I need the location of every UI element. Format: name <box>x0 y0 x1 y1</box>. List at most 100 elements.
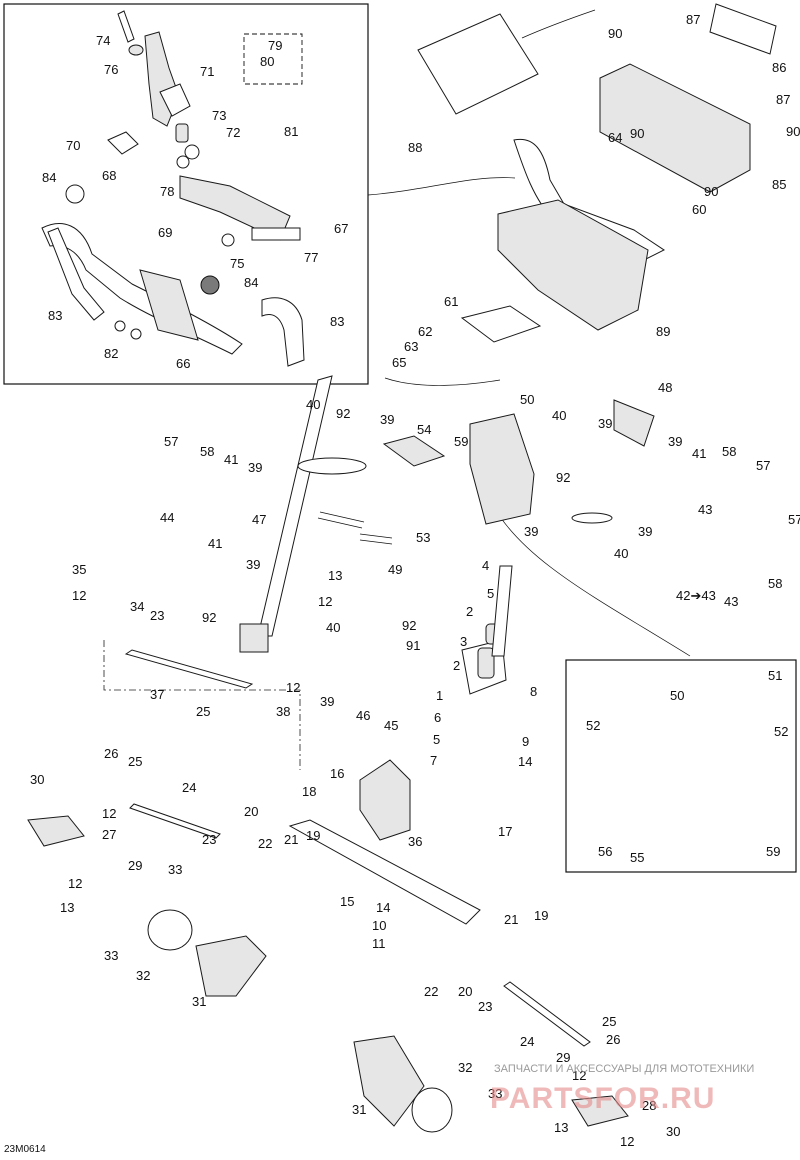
callout-c87a: 87 <box>686 12 700 27</box>
callout-c81: 81 <box>284 124 298 139</box>
callout-c3: 3 <box>460 634 467 649</box>
callout-c30a: 30 <box>30 772 44 787</box>
callout-c69: 69 <box>158 225 172 240</box>
callout-c39e: 39 <box>524 524 538 539</box>
callout-c21a: 21 <box>284 832 298 847</box>
callout-c50a: 50 <box>520 392 534 407</box>
callout-c12e: 12 <box>68 876 82 891</box>
steering-assembly <box>27 375 655 1127</box>
callout-c39g: 39 <box>246 557 260 572</box>
inset-connector-top <box>521 9 596 39</box>
callout-c33c: 33 <box>488 1086 502 1101</box>
callout-c56: 56 <box>598 844 612 859</box>
callout-c27: 27 <box>102 827 116 842</box>
callout-c39c: 39 <box>248 460 262 475</box>
callout-c58c: 58 <box>768 576 782 591</box>
callout-c82: 82 <box>104 346 118 361</box>
callout-c20b: 20 <box>458 984 472 999</box>
callout-c5b: 5 <box>433 732 440 747</box>
inset-connector-stem <box>384 377 501 386</box>
callout-c23c: 23 <box>478 999 492 1014</box>
callout-c26a: 26 <box>104 746 118 761</box>
callout-c90a: 90 <box>608 26 622 41</box>
callout-c90b: 90 <box>630 126 644 141</box>
callout-c2b: 2 <box>453 658 460 673</box>
callout-c21b: 21 <box>504 912 518 927</box>
callout-c7: 7 <box>430 753 437 768</box>
callout-c40c: 40 <box>614 546 628 561</box>
callout-c57a: 57 <box>164 434 178 449</box>
callout-c46: 46 <box>356 708 370 723</box>
callout-c47: 47 <box>252 512 266 527</box>
callout-c59a: 59 <box>454 434 468 449</box>
callout-c13a: 13 <box>328 568 342 583</box>
callout-c22b: 22 <box>424 984 438 999</box>
callout-c89: 89 <box>656 324 670 339</box>
callout-c92d: 92 <box>402 618 416 633</box>
callout-c66: 66 <box>176 356 190 371</box>
callout-c41b: 41 <box>692 446 706 461</box>
callout-c31a: 31 <box>192 994 206 1009</box>
callout-c72: 72 <box>226 125 240 140</box>
callout-c50b: 50 <box>670 688 684 703</box>
callout-c39d: 39 <box>668 434 682 449</box>
callout-c57c: 57 <box>788 512 800 527</box>
callout-c28: 28 <box>642 1098 656 1113</box>
callout-c92b: 92 <box>556 470 570 485</box>
callout-c12d: 12 <box>102 806 116 821</box>
callout-c87b: 87 <box>776 92 790 107</box>
inset-box-bracket-detail <box>565 659 797 873</box>
callout-c88: 88 <box>408 140 422 155</box>
callout-c13b: 13 <box>60 900 74 915</box>
callout-c1: 1 <box>436 688 443 703</box>
callout-c36: 36 <box>408 834 422 849</box>
callout-c92a: 92 <box>336 406 350 421</box>
callout-c75: 75 <box>230 256 244 271</box>
callout-c83a: 83 <box>48 308 62 323</box>
dashed-centerline <box>103 640 301 770</box>
callout-c17: 17 <box>498 824 512 839</box>
callout-c90d: 90 <box>704 184 718 199</box>
callout-c60: 60 <box>692 202 706 217</box>
callout-c71: 71 <box>200 64 214 79</box>
callout-c12g: 12 <box>620 1134 634 1149</box>
callout-c11: 11 <box>372 936 386 951</box>
callout-c37: 37 <box>150 687 164 702</box>
callout-c14b: 14 <box>376 900 390 915</box>
callout-c24a: 24 <box>182 780 196 795</box>
callout-c48: 48 <box>658 380 672 395</box>
callout-c32b: 32 <box>458 1060 472 1075</box>
callout-c12a: 12 <box>318 594 332 609</box>
top-right-parts <box>417 3 777 343</box>
callout-c39b: 39 <box>598 416 612 431</box>
inset-box-small-hardware <box>243 33 303 85</box>
callout-c19b: 19 <box>534 908 548 923</box>
callout-c40d: 40 <box>326 620 340 635</box>
callout-c19a: 19 <box>306 828 320 843</box>
callout-c39h: 39 <box>320 694 334 709</box>
callout-c77: 77 <box>304 250 318 265</box>
callout-c8: 8 <box>530 684 537 699</box>
callout-c84a: 84 <box>42 170 56 185</box>
callout-c91: 91 <box>406 638 420 653</box>
callout-c64: 64 <box>608 130 622 145</box>
callout-c90c: 90 <box>786 124 800 139</box>
callout-c68: 68 <box>102 168 116 183</box>
callout-c29a: 29 <box>128 858 142 873</box>
callout-c22a: 22 <box>258 836 272 851</box>
boots-and-clamps <box>147 909 453 1133</box>
callout-c33b: 33 <box>104 948 118 963</box>
callout-c12f: 12 <box>572 1068 586 1083</box>
callout-c63: 63 <box>404 339 418 354</box>
callout-c52b: 52 <box>774 724 788 739</box>
callout-c23b: 23 <box>202 832 216 847</box>
callout-c2a: 2 <box>466 604 473 619</box>
inset-connector-bracket <box>489 499 691 657</box>
callout-c73: 73 <box>212 108 226 123</box>
inset-connector-left <box>367 177 516 196</box>
callout-c76: 76 <box>104 62 118 77</box>
callout-c5a: 5 <box>487 586 494 601</box>
callout-c25c: 25 <box>602 1014 616 1029</box>
callout-c52a: 52 <box>586 718 600 733</box>
